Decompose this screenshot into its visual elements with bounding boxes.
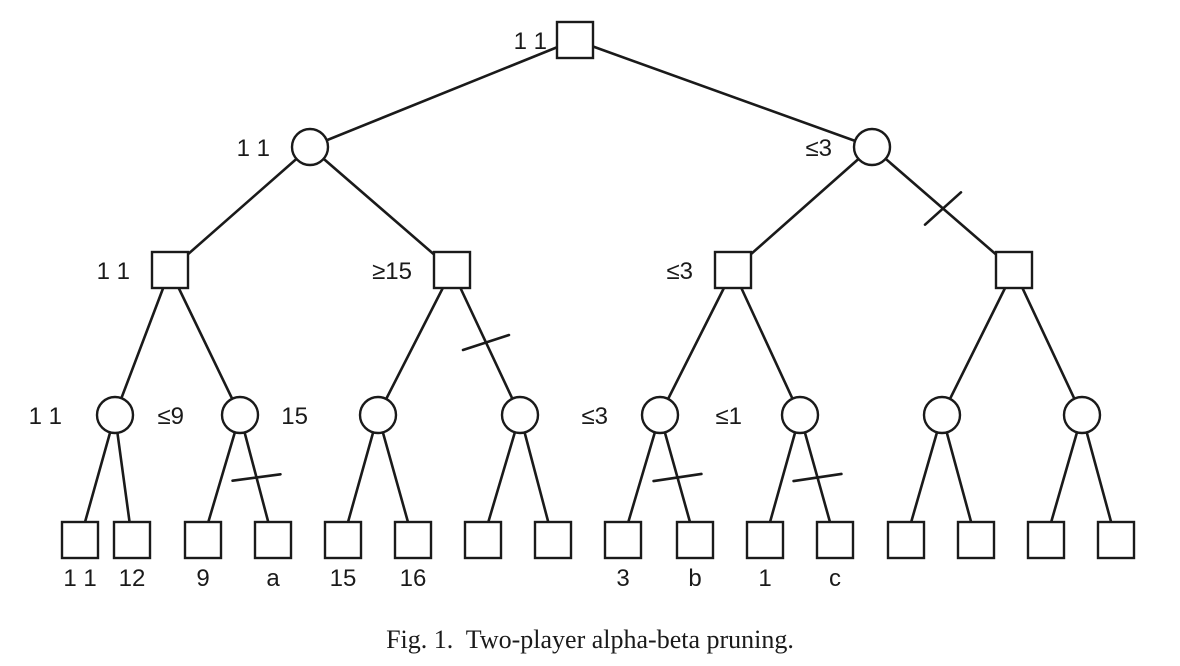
node-value-label-n9: 15 [281, 403, 308, 430]
min-node-circle-n2 [852, 127, 892, 167]
edge-n14-n29 [1044, 413, 1084, 542]
edge-n0-n1 [308, 38, 577, 149]
edge-n5-n11 [658, 268, 735, 417]
max-node-square-n16 [112, 520, 152, 560]
max-node-square-n26 [815, 520, 855, 560]
max-node-square-n4 [432, 250, 472, 290]
node-value-label-n3: 1 1 [97, 258, 130, 285]
node-value-label-n0: 1 1 [514, 28, 547, 55]
max-node-square-n19 [323, 520, 363, 560]
prune-mark-n4-n10 [461, 333, 511, 352]
edges-layer [78, 38, 1118, 542]
edge-n2-n5 [731, 145, 874, 272]
max-node-square-n18 [253, 520, 293, 560]
edge-n7-n16 [113, 413, 134, 542]
edge-n10-n21 [481, 413, 522, 542]
min-node-circle-n13 [922, 395, 962, 435]
min-node-circle-n14 [1062, 395, 1102, 435]
edge-n3-n7 [113, 268, 172, 417]
max-node-square-n30 [1096, 520, 1136, 560]
edge-n12-n25 [763, 413, 802, 542]
node-value-label-n23: 3 [616, 565, 629, 592]
min-node-circle-n9 [358, 395, 398, 435]
max-node-square-n5 [713, 250, 753, 290]
min-node-circle-n10 [500, 395, 540, 435]
node-value-label-n1: 1 1 [237, 135, 270, 162]
min-node-circle-n7 [95, 395, 135, 435]
node-value-label-n19: 15 [330, 565, 357, 592]
node-value-label-n25: 1 [758, 565, 771, 592]
edge-n11-n23 [621, 413, 662, 542]
prune-mark-n12-n26 [792, 472, 843, 483]
prune-mark-n8-n18 [231, 472, 282, 483]
max-node-square-n23 [603, 520, 643, 560]
node-value-label-n4: ≥15 [372, 258, 412, 285]
edge-n14-n30 [1080, 413, 1118, 542]
max-node-square-n25 [745, 520, 785, 560]
node-value-label-n16: 12 [119, 565, 146, 592]
max-node-square-n29 [1026, 520, 1066, 560]
prune-mark-n11-n24 [652, 472, 703, 483]
edge-n13-n28 [940, 413, 978, 542]
max-node-square-n3 [150, 250, 190, 290]
edge-n3-n8 [168, 268, 242, 417]
node-value-label-n2: ≤3 [805, 135, 832, 162]
max-node-square-n27 [886, 520, 926, 560]
node-value-label-n12: ≤1 [715, 403, 742, 430]
node-value-label-n5: ≤3 [666, 258, 693, 285]
edge-n9-n19 [341, 413, 380, 542]
max-node-square-n0 [555, 20, 595, 60]
edge-n7-n15 [78, 413, 117, 542]
min-node-circle-n1 [290, 127, 330, 167]
nodes-layer [60, 20, 1136, 560]
node-value-label-n7: 1 1 [29, 403, 62, 430]
max-node-square-n22 [533, 520, 573, 560]
edge-n8-n17 [201, 413, 242, 542]
node-value-label-n26: c [829, 565, 841, 592]
prune-mark-n2-n6 [923, 191, 963, 226]
node-value-label-n17: 9 [196, 565, 209, 592]
edge-n13-n27 [904, 413, 944, 542]
max-node-square-n28 [956, 520, 996, 560]
min-node-circle-n8 [220, 395, 260, 435]
edge-n6-n13 [940, 268, 1016, 417]
edge-n10-n22 [518, 413, 555, 542]
node-value-label-n8: ≤9 [157, 403, 184, 430]
max-node-square-n17 [183, 520, 223, 560]
node-labels-layer: 1 1 1 1 ≤3 1 1 ≥15 ≤3 1 1 ≤9 15 ≤3 ≤1 1 1 12 9 a 15 16 3 b… [29, 28, 841, 592]
max-node-square-n6 [994, 250, 1034, 290]
edge-n1-n4 [308, 145, 454, 272]
edge-n4-n9 [376, 268, 454, 417]
prune-marks-layer [231, 191, 963, 483]
max-node-square-n21 [463, 520, 503, 560]
max-node-square-n24 [675, 520, 715, 560]
edge-n9-n20 [376, 413, 415, 542]
min-node-circle-n12 [780, 395, 820, 435]
node-value-label-n11: ≤3 [581, 403, 608, 430]
node-value-label-n24: b [688, 565, 701, 592]
edge-n6-n14 [1012, 268, 1084, 417]
min-node-circle-n11 [640, 395, 680, 435]
figure-caption: Fig. 1. Two-player alpha-beta pruning. [386, 625, 794, 654]
edge-n5-n12 [731, 268, 802, 417]
edge-n0-n2 [573, 38, 874, 149]
max-node-square-n20 [393, 520, 433, 560]
node-value-label-n15: 1 1 [63, 565, 96, 592]
node-value-label-n18: a [266, 565, 280, 592]
node-value-label-n20: 16 [400, 565, 427, 592]
max-node-square-n15 [60, 520, 100, 560]
edge-n1-n3 [168, 145, 312, 272]
